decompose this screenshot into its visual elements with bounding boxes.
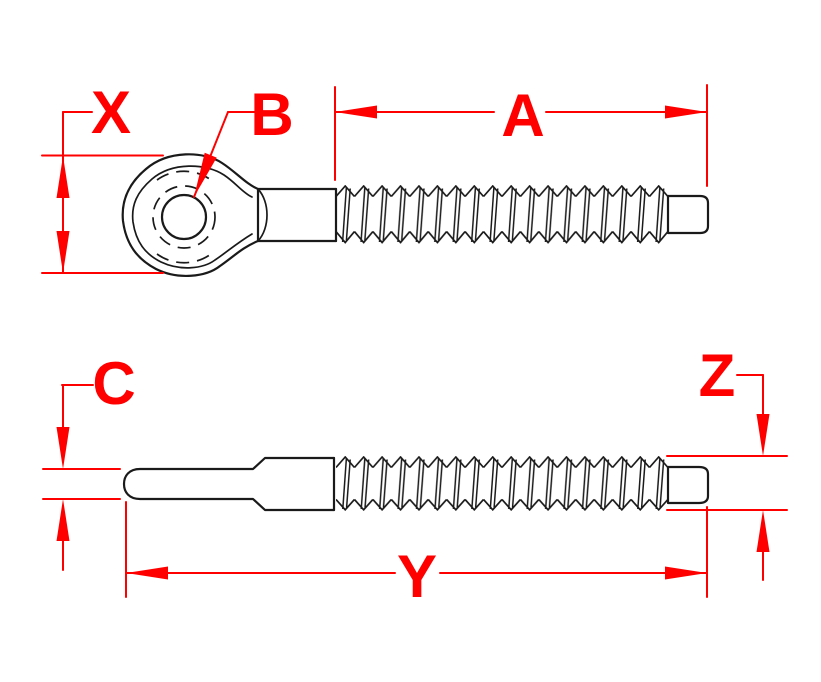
arrowhead-left-icon <box>335 105 377 119</box>
dimension-c: C <box>42 350 136 571</box>
arrowhead-up-icon <box>56 499 70 541</box>
dimension-a: A <box>334 82 708 187</box>
arrowhead-right-icon <box>665 566 707 580</box>
arrowhead-down-icon <box>56 231 70 273</box>
eye-hole <box>160 193 208 241</box>
dimension-y: Y <box>125 501 708 610</box>
dim-label-c: C <box>92 350 135 417</box>
stud-tip-bottom-view <box>666 465 710 505</box>
arrowhead-left-icon <box>126 566 168 580</box>
arrowhead-up-icon <box>756 510 770 552</box>
dim-label-z: Z <box>699 342 736 409</box>
dim-label-y: Y <box>397 543 437 610</box>
eye-inner-contour <box>131 165 253 269</box>
stud-body-outline <box>122 456 336 512</box>
dimension-b: B <box>193 81 294 198</box>
dim-label-a: A <box>501 82 544 149</box>
arrowhead-down-icon <box>756 414 770 456</box>
dim-label-b: B <box>250 81 293 148</box>
eye-outer-contour <box>121 153 338 277</box>
stud-tip-top-view <box>666 194 710 235</box>
arrowhead-down-icon <box>56 427 70 469</box>
swage-blend-curve <box>257 188 268 242</box>
dim-label-x: X <box>91 79 131 146</box>
threaded-section-top-view <box>336 185 668 244</box>
eye-hole-chamfer-hidden <box>152 185 216 249</box>
dimension-x: X <box>41 79 164 274</box>
top-view-eye-stud <box>121 153 710 277</box>
threaded-section-bottom-view <box>336 456 668 511</box>
eye-boss-hidden-arc-top <box>156 170 212 181</box>
bottom-view-plain-stud <box>122 456 710 512</box>
leader-arrowhead-icon <box>194 152 217 197</box>
dimension-z: Z <box>666 342 788 581</box>
arrowhead-right-icon <box>665 105 707 119</box>
eye-boss-hidden-arc-bottom <box>156 253 212 264</box>
arrowhead-up-icon <box>56 156 70 198</box>
